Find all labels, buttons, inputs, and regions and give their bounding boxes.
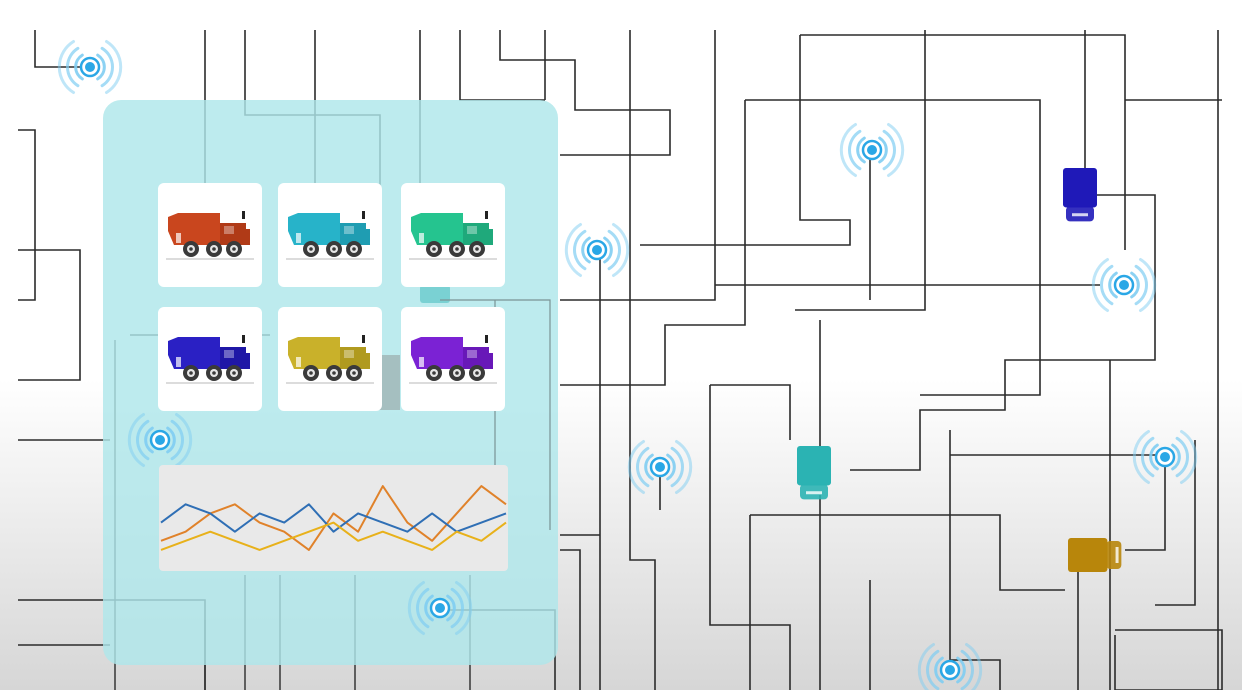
network-line — [640, 35, 851, 246]
teal-truck-icon — [797, 446, 831, 500]
network-line — [560, 30, 716, 301]
chart-series-line — [160, 503, 507, 533]
truck-body — [166, 211, 254, 260]
network-line — [850, 194, 1156, 471]
network-line — [34, 30, 90, 68]
network-line — [800, 34, 1126, 250]
wifi-sensor-icon — [917, 643, 983, 690]
network-line — [1155, 440, 1196, 606]
network-line — [499, 30, 671, 156]
network-line — [950, 659, 1001, 690]
faint-truck — [420, 285, 450, 303]
truck-card-red[interactable] — [158, 183, 262, 287]
navy-truck-icon — [1063, 168, 1097, 222]
truck-purple-icon — [409, 335, 497, 384]
wifi-sensor-icon — [127, 413, 193, 467]
wifi-sensor-icon — [564, 223, 630, 277]
wifi-sensor-icon — [1091, 258, 1157, 312]
network-line — [750, 514, 1065, 591]
wifi-sensor-icon — [57, 40, 123, 94]
network-line — [629, 30, 656, 690]
truck-blue-icon — [166, 335, 254, 384]
faint-line — [440, 299, 551, 530]
truck-body — [166, 335, 254, 384]
wifi-sensor-icon — [839, 123, 905, 177]
truck-body — [286, 211, 374, 260]
faint-tower — [378, 355, 400, 410]
network-line — [1125, 460, 1166, 551]
truck-body — [409, 335, 497, 384]
truck-card-cyan[interactable] — [278, 183, 382, 287]
wifi-sensor-icon — [627, 440, 693, 494]
truck-body — [286, 335, 374, 384]
truck-green-icon — [409, 211, 497, 260]
network-line — [710, 384, 791, 440]
chart-series-line — [160, 485, 507, 551]
map-trucks — [797, 168, 1122, 572]
gold-truck-icon — [1068, 538, 1122, 572]
network-line — [745, 99, 1041, 396]
network-line — [795, 30, 926, 311]
network-line — [18, 249, 81, 381]
wifi-sensor-icon — [1132, 430, 1198, 484]
panel-faint-elements — [378, 285, 551, 530]
truck-yellow-icon — [286, 335, 374, 384]
truck-card-blue[interactable] — [158, 307, 262, 411]
truck-body — [409, 211, 497, 260]
network-line — [18, 129, 36, 301]
truck-cyan-icon — [286, 211, 374, 260]
network-line — [560, 100, 746, 386]
truck-red-icon — [166, 211, 254, 260]
wifi-sensor-icon — [407, 581, 473, 635]
line-chart-card — [159, 465, 508, 571]
truck-card-yellow[interactable] — [278, 307, 382, 411]
chart-series-line — [160, 521, 507, 551]
truck-card-green[interactable] — [401, 183, 505, 287]
truck-card-purple[interactable] — [401, 307, 505, 411]
network-line — [1114, 629, 1223, 690]
network-line — [560, 549, 581, 690]
sensor-nodes — [57, 40, 1198, 690]
line-chart — [160, 485, 507, 551]
